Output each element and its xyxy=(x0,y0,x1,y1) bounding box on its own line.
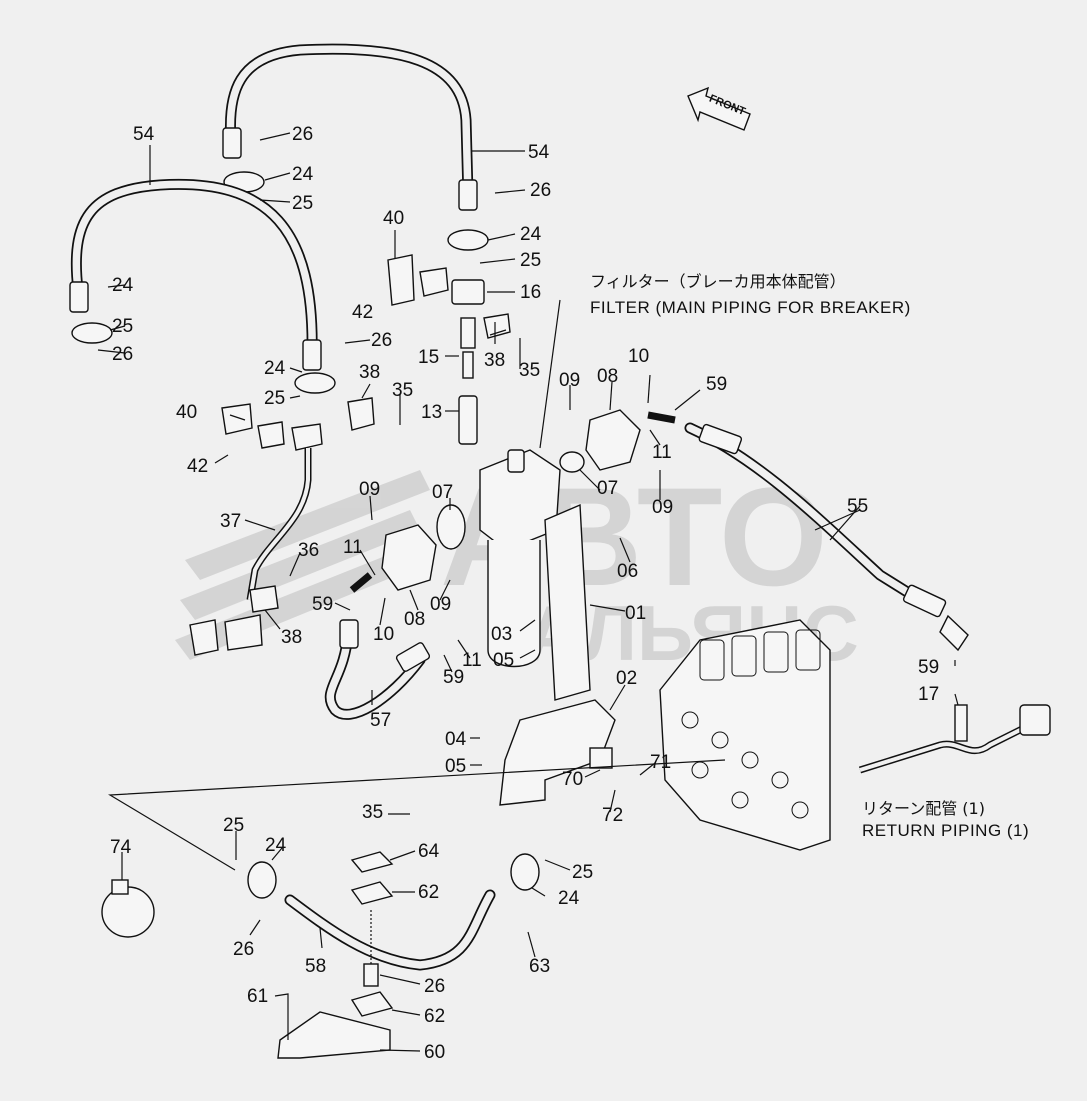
callout-36: 36 xyxy=(298,540,319,561)
callout-62: 62 xyxy=(418,882,439,903)
callout-54: 54 xyxy=(528,142,550,163)
callout-26: 26 xyxy=(371,330,392,351)
callout-61: 61 xyxy=(247,986,268,1007)
callout-13: 13 xyxy=(421,402,442,423)
callout-25: 25 xyxy=(292,193,313,214)
clamp-stack xyxy=(277,851,394,1059)
callout-74: 74 xyxy=(110,837,132,858)
hose-band-74 xyxy=(101,879,155,938)
callout-25: 25 xyxy=(520,250,541,271)
callout-38: 38 xyxy=(281,627,302,648)
callout-09: 09 xyxy=(430,594,451,615)
callout-03: 03 xyxy=(491,624,512,645)
caption-filter-jp: フィルター（ブレーカ用本体配管） xyxy=(590,272,846,291)
callout-05: 05 xyxy=(445,756,466,777)
callout-25: 25 xyxy=(264,388,285,409)
callout-71: 71 xyxy=(650,752,671,773)
callout-11: 11 xyxy=(462,650,482,671)
callout-55: 55 xyxy=(847,496,868,517)
callout-26: 26 xyxy=(424,976,445,997)
callout-26: 26 xyxy=(292,124,313,145)
callout-25: 25 xyxy=(572,862,593,883)
callout-24: 24 xyxy=(520,224,542,245)
callout-58: 58 xyxy=(305,956,326,977)
callout-labels: 54 26 24 25 54 26 24 25 40 42 16 38 35 26 24 25 15 24 25 26… xyxy=(110,124,939,1063)
callout-11: 11 xyxy=(652,442,672,463)
callout-09: 09 xyxy=(652,497,673,518)
callout-57: 57 xyxy=(370,710,391,731)
callout-08: 08 xyxy=(597,366,618,387)
callout-60: 60 xyxy=(424,1042,445,1063)
callout-35: 35 xyxy=(362,802,383,823)
callout-70: 70 xyxy=(562,769,583,790)
callout-07: 07 xyxy=(432,482,453,503)
callout-07: 07 xyxy=(597,478,618,499)
callout-24: 24 xyxy=(265,835,287,856)
callout-59: 59 xyxy=(706,374,727,395)
caption-return-jp: リターン配管 (1) xyxy=(862,799,985,818)
callout-35: 35 xyxy=(392,380,413,401)
tube-37 xyxy=(189,448,312,656)
callout-24: 24 xyxy=(264,358,286,379)
callout-72: 72 xyxy=(602,805,623,826)
callout-11: 11 xyxy=(343,537,363,558)
callout-10: 10 xyxy=(628,346,649,367)
callout-24: 24 xyxy=(292,164,314,185)
callout-42: 42 xyxy=(352,302,373,323)
callout-10: 10 xyxy=(373,624,394,645)
callout-08: 08 xyxy=(404,609,425,630)
callout-37: 37 xyxy=(220,511,241,532)
leader-lines xyxy=(97,132,959,1052)
block-08-right xyxy=(585,409,969,652)
callout-59: 59 xyxy=(443,667,464,688)
clamp-40-left xyxy=(221,397,375,451)
callout-15: 15 xyxy=(418,347,439,368)
callout-64: 64 xyxy=(418,841,440,862)
callout-38: 38 xyxy=(359,362,380,383)
callout-09: 09 xyxy=(559,370,580,391)
callout-26: 26 xyxy=(112,344,133,365)
bracket-02 xyxy=(499,699,616,806)
callout-40: 40 xyxy=(383,208,404,229)
callout-42: 42 xyxy=(187,456,208,477)
callout-38: 38 xyxy=(484,350,505,371)
callout-05: 05 xyxy=(493,650,514,671)
callout-04: 04 xyxy=(445,729,467,750)
callout-25: 25 xyxy=(223,815,244,836)
callout-26: 26 xyxy=(530,180,551,201)
block-08-left xyxy=(324,524,437,720)
callout-59: 59 xyxy=(918,657,939,678)
captions: フィルター（ブレーカ用本体配管） FILTER (MAIN PIPING FOR… xyxy=(590,272,1029,840)
callout-54: 54 xyxy=(133,124,155,145)
callout-63: 63 xyxy=(529,956,550,977)
clamp-40-upper xyxy=(387,254,511,339)
callout-17: 17 xyxy=(918,684,939,705)
callout-35: 35 xyxy=(519,360,540,381)
callout-40: 40 xyxy=(176,402,197,423)
hose-58 xyxy=(247,853,540,971)
callout-09: 09 xyxy=(359,479,380,500)
callout-16: 16 xyxy=(520,282,541,303)
caption-return-en: RETURN PIPING (1) xyxy=(862,821,1029,840)
control-valve xyxy=(659,619,831,851)
callout-24: 24 xyxy=(112,275,134,296)
return-piping xyxy=(858,704,1051,774)
front-arrow: FRONT xyxy=(687,86,751,131)
callout-24: 24 xyxy=(558,888,580,909)
hose-54-right xyxy=(222,43,489,251)
callout-26: 26 xyxy=(233,939,254,960)
callout-02: 02 xyxy=(616,668,637,689)
caption-filter-en: FILTER (MAIN PIPING FOR BREAKER) xyxy=(590,298,911,317)
filter-assembly xyxy=(436,449,591,701)
block-16 xyxy=(451,279,485,445)
callout-59: 59 xyxy=(312,594,333,615)
callout-62: 62 xyxy=(424,1006,445,1027)
callout-25: 25 xyxy=(112,316,133,337)
callout-06: 06 xyxy=(617,561,638,582)
hose-54-left xyxy=(69,178,336,394)
callout-01: 01 xyxy=(625,603,646,624)
